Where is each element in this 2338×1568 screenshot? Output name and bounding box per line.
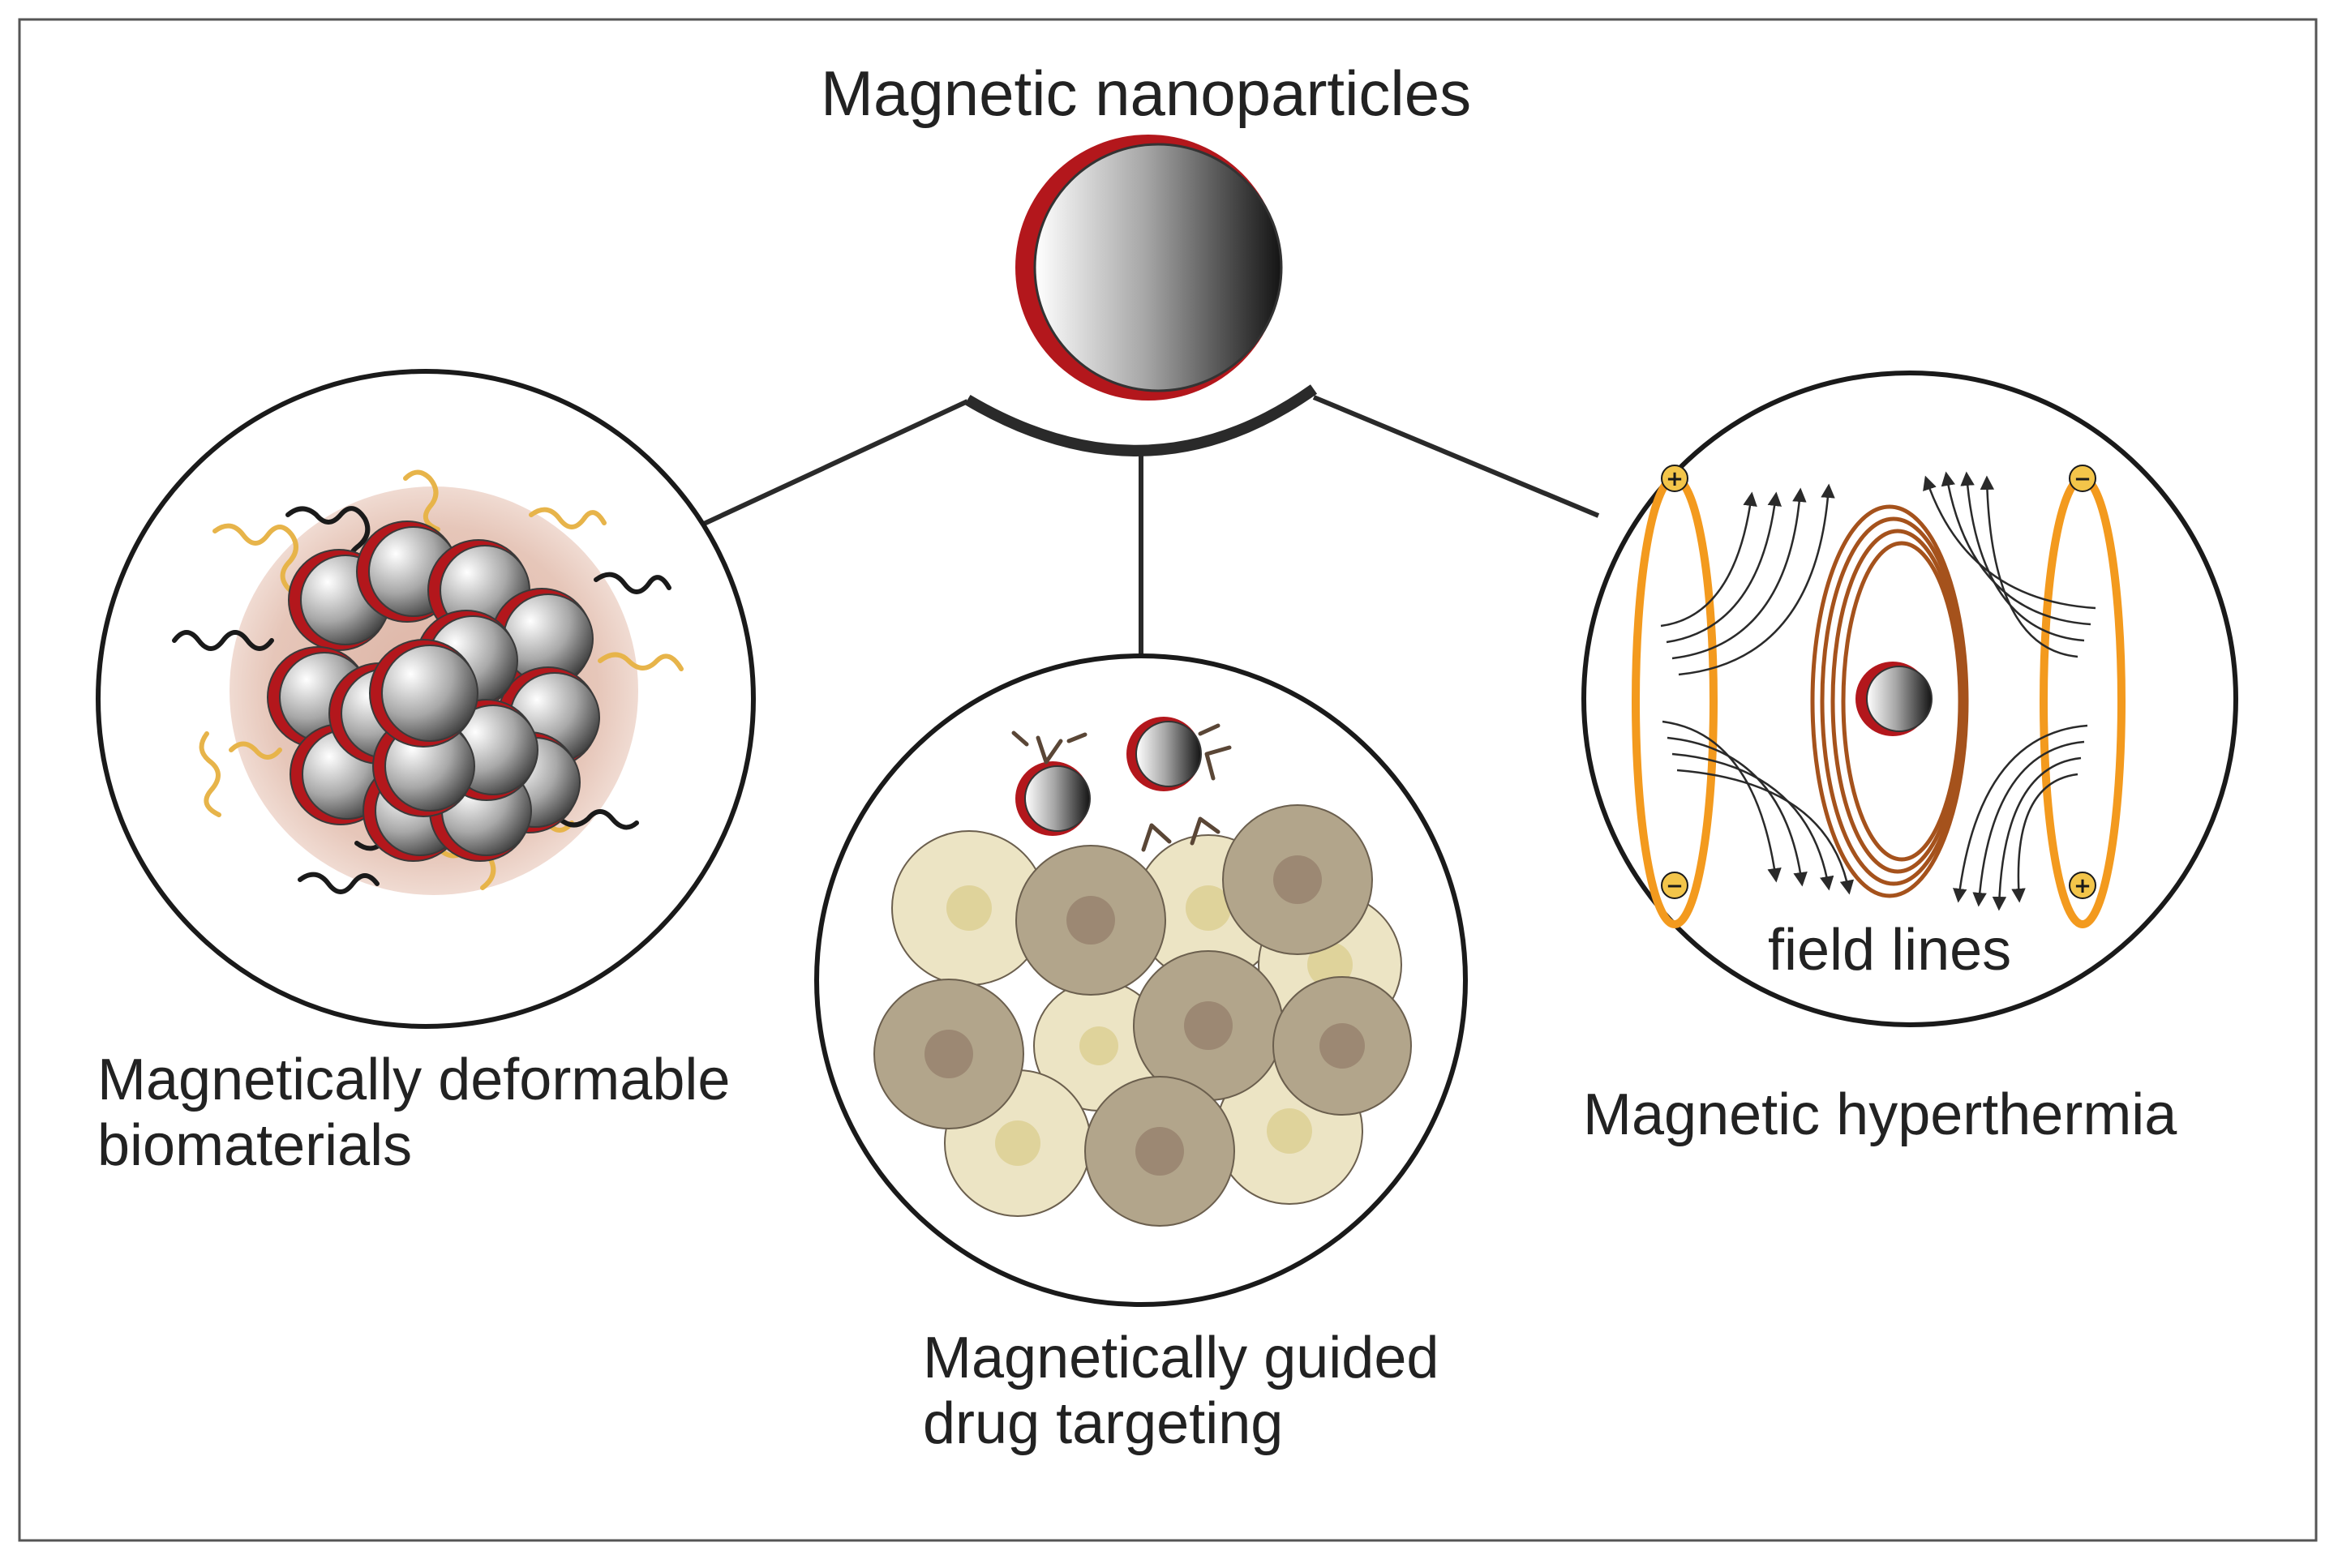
cell-cluster [873, 804, 1412, 1227]
plus-terminal-top-left: + [1661, 465, 1688, 492]
nanoparticle-cluster [267, 521, 600, 862]
deformable-label-line1: Magnetically deformable [97, 1047, 731, 1112]
drug-targeting-circle [814, 653, 1468, 1307]
minus-terminal-top-right: − [2069, 465, 2096, 492]
central-nanoparticle [1015, 135, 1283, 401]
cradle-arc [964, 384, 1318, 456]
minus-sign: − [1666, 874, 1684, 898]
plus-sign: + [2074, 874, 2091, 898]
figure-frame [18, 18, 2318, 1542]
polymer-chains-black [172, 506, 671, 894]
cell-dark-5 [1272, 976, 1412, 1116]
plus-sign: + [1666, 467, 1684, 491]
antibody-ligands [1011, 723, 1232, 852]
hyperthermia-nanoparticle [1855, 662, 1933, 736]
cell-light-1 [891, 830, 1047, 986]
targeting-label-line1: Magnetically guided [923, 1326, 1439, 1390]
cell-dark-1 [1015, 845, 1166, 996]
field-lines-label: field lines [1768, 918, 2012, 983]
coil-center [1810, 504, 1969, 898]
connector-lines [702, 395, 1600, 655]
targeting-nanoparticles [1015, 717, 1202, 836]
deformable-label-line2: biomaterials [97, 1112, 413, 1178]
hyperthermia-circle: + − − + [1581, 371, 2238, 1027]
deformable-label: Magnetically deformable biomaterials [97, 1047, 730, 1178]
page-title: Magnetic nanoparticles [821, 58, 1472, 129]
plus-terminal-bottom-right: + [2069, 872, 2096, 899]
minus-sign: − [2074, 467, 2091, 491]
targeting-label-line2: drug targeting [923, 1390, 1284, 1456]
cell-dark-6 [1084, 1076, 1235, 1227]
targeting-label: Magnetically guided drug targeting [923, 1326, 1439, 1456]
minus-terminal-bottom-left: − [1661, 872, 1688, 899]
cell-dark-3 [873, 979, 1024, 1129]
cell-dark-2 [1222, 804, 1373, 955]
cell-dark-4 [1133, 950, 1284, 1101]
field-line-arrows [1660, 471, 2096, 911]
hyperthermia-label: Magnetic hyperthermia [1583, 1082, 2177, 1147]
deformable-biomaterials-circle [96, 369, 756, 1029]
